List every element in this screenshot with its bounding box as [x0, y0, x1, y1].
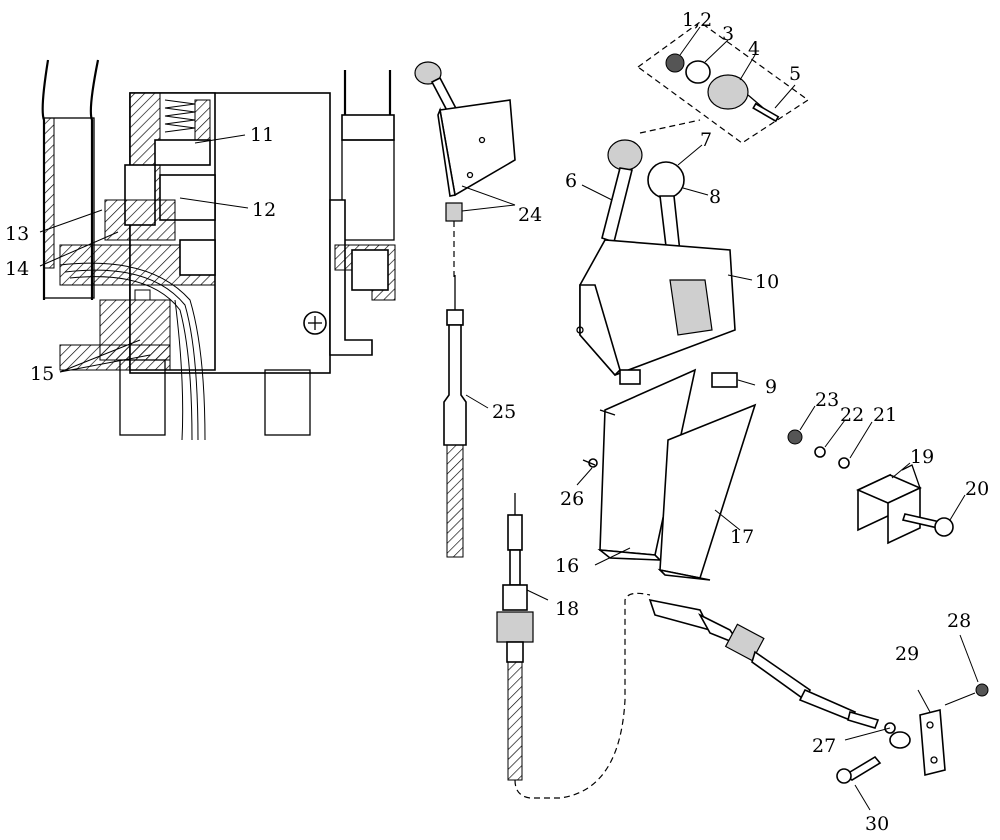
callout-26: 26: [560, 488, 584, 510]
cable-end-assembly: [648, 598, 989, 784]
callout-23: 23: [815, 389, 839, 411]
mounting-brackets: [597, 368, 757, 581]
callout-14: 14: [5, 258, 29, 280]
callout-10: 10: [755, 271, 779, 293]
callout-29: 29: [895, 643, 919, 665]
engine-section-view: [41, 59, 396, 441]
callout-5: 5: [789, 63, 801, 85]
callout-22: 22: [840, 404, 864, 426]
callout-7: 7: [700, 129, 712, 151]
callout-25: 25: [492, 401, 516, 423]
callout-15: 15: [30, 363, 54, 385]
callout-9: 9: [765, 376, 777, 398]
relay-19: [856, 464, 954, 545]
callout-20: 20: [965, 478, 989, 500]
right-leaders: [461, 26, 979, 811]
callout-labels: 1,2 3 4 5 6 7 8 9 10 11 12 13 14 15 16 1…: [5, 9, 989, 835]
callout-24: 24: [518, 204, 542, 226]
callout-11: 11: [250, 124, 274, 146]
small-hardware: [582, 429, 850, 469]
callout-3: 3: [722, 23, 734, 45]
callout-16: 16: [555, 555, 579, 577]
callout-8: 8: [709, 186, 721, 208]
callout-27: 27: [812, 735, 836, 757]
callout-1-2: 1,2: [682, 9, 712, 31]
left-leaders: [39, 134, 249, 373]
cable-18: [496, 493, 651, 799]
callout-18: 18: [555, 598, 579, 620]
callout-28: 28: [947, 610, 971, 632]
callout-19: 19: [910, 446, 934, 468]
knob-explosion: [636, 21, 810, 144]
cable-25: [443, 275, 467, 558]
dual-lever-control-box: [576, 139, 736, 385]
callout-21: 21: [873, 404, 897, 426]
callout-12: 12: [252, 199, 276, 221]
callout-4: 4: [748, 38, 760, 60]
callout-13: 13: [5, 223, 29, 245]
small-control-unit: [414, 61, 516, 278]
callout-30: 30: [865, 813, 889, 835]
callout-17: 17: [730, 526, 754, 548]
callout-6: 6: [565, 170, 577, 192]
